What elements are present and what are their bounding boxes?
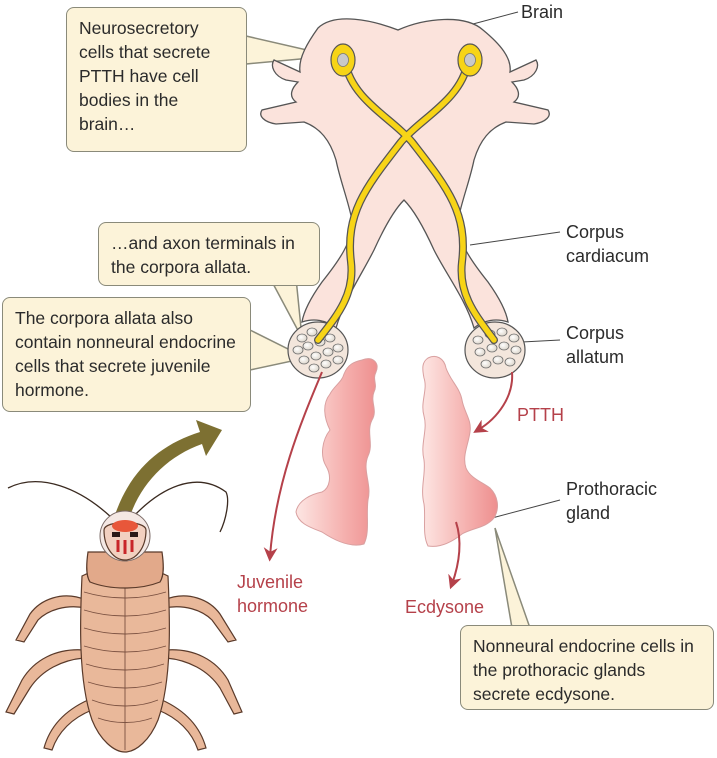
callout-nonneural-prothoracic: Nonneural endocrine cells in the prothor… <box>460 625 714 710</box>
hormone-arrows <box>263 371 514 590</box>
label-brain: Brain <box>521 2 564 22</box>
leader-lines <box>469 11 561 519</box>
label-corpus-cardiacum-line1: Corpus <box>566 222 625 242</box>
ecdysone-arrow <box>448 521 462 590</box>
label-corpus-cardiacum-line2: cardiacum <box>566 246 650 266</box>
corpus-allatum-right <box>464 321 526 379</box>
label-ecdysone: Ecdysone <box>405 597 485 617</box>
brain-and-corpus-cardiacum <box>260 18 550 330</box>
label-prothoracic-gland-line2: gland <box>566 503 611 523</box>
label-prothoracic-gland: Prothoracic gland <box>566 477 657 525</box>
zoom-arrow <box>116 420 222 516</box>
callout-axon-terminals: …and axon terminals in the corpora allat… <box>98 222 320 286</box>
ptth-neurons <box>314 43 498 344</box>
label-corpus-cardiacum: Corpus cardiacum <box>566 220 649 268</box>
label-juvenile-hormone-line1: Juvenile <box>237 572 304 592</box>
label-corpus-allatum-line1: Corpus <box>566 323 625 343</box>
label-corpus-allatum-line2: allatum <box>566 347 625 367</box>
label-ptth: PTTH <box>517 405 564 425</box>
label-juvenile-hormone: Juvenile hormone <box>237 570 308 618</box>
cockroach-illustration <box>5 481 243 753</box>
juvenile-hormone-arrow <box>263 371 323 562</box>
corpus-allatum-left <box>287 321 349 379</box>
label-corpus-allatum: Corpus allatum <box>566 321 624 369</box>
callout-neurosecretory-cells: Neurosecretory cells that secrete PTTH h… <box>66 7 247 152</box>
ptth-arrow <box>473 371 514 433</box>
prothoracic-gland-right <box>422 355 498 547</box>
prothoracic-gland-left <box>295 358 378 546</box>
label-juvenile-hormone-line2: hormone <box>237 596 309 616</box>
label-prothoracic-gland-line1: Prothoracic <box>566 479 658 499</box>
callout-corpora-allata-endocrine: The corpora allata also contain nonneura… <box>2 297 251 412</box>
